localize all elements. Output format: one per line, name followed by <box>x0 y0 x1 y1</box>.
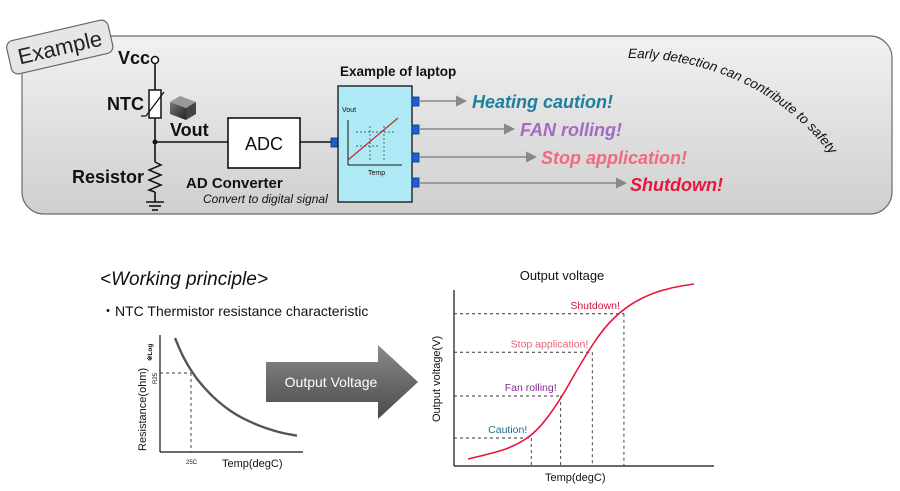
output-connectors <box>411 96 420 188</box>
laptop-graph-xlabel: Temp <box>368 170 385 177</box>
vcc-terminal <box>150 55 160 65</box>
vcc-label: Vcc <box>118 48 150 68</box>
adc-box <box>227 117 301 169</box>
laptop-graph-ylabel: Vout <box>342 107 356 114</box>
output-chart-annotation-2: Stop application! <box>511 338 589 350</box>
output-chart-ylabel: Output voltage(V) <box>431 336 443 422</box>
output-voltage-arrow-label: Output Voltage <box>285 374 378 390</box>
ntc-characteristic-bullet: ・NTC Thermistor resistance characteristi… <box>101 303 368 319</box>
laptop-mini-graph: Vout Temp <box>342 107 402 177</box>
resistor-symbol <box>146 161 163 193</box>
output-stop-application: Stop application! <box>541 148 687 168</box>
laptop-title: Example of laptop <box>340 64 456 79</box>
laptop-input-connector <box>330 137 339 148</box>
ntc-chart-r25-label: R25 <box>153 372 159 384</box>
ntc-chart-t25-label: 25C <box>186 460 198 466</box>
ntc-chart-ylabel: Resistance(ohm) <box>137 368 149 451</box>
ntc-chart-curve <box>173 337 298 437</box>
resistor-label: Resistor <box>72 167 144 187</box>
output-shutdown: Shutdown! <box>630 175 723 195</box>
ntc-label: NTC <box>107 94 144 114</box>
ntc-chart-xlabel: Temp(degC) <box>222 458 283 470</box>
adc-label: ADC <box>245 134 283 154</box>
ntc-thermistor-symbol <box>141 89 165 119</box>
ntc-chart: Resistance(ohm) ※Log R25 25C Temp(degC) <box>137 335 303 470</box>
ntc-chart-log-note: ※Log <box>146 344 154 361</box>
output-arrows <box>420 95 628 189</box>
output-chart-curve <box>467 283 695 460</box>
output-chart-annotation-1: Fan rolling! <box>505 382 557 394</box>
output-fan-rolling: FAN rolling! <box>520 120 622 140</box>
output-chart-title: Output voltage <box>520 268 605 283</box>
output-voltage-chart: Output voltage Caution! Fan rolling! Stop … <box>431 268 714 484</box>
example-panel <box>21 35 893 215</box>
ntc-chip-icon <box>170 96 196 120</box>
ad-converter-sub: Convert to digital signal <box>203 192 328 206</box>
output-chart-annotation-0: Caution! <box>488 424 527 436</box>
ad-converter-label: AD Converter <box>186 175 283 192</box>
output-chart-annotation-3: Shutdown! <box>570 300 620 312</box>
working-principle-heading: <Working principle> <box>100 269 268 290</box>
output-heating-caution: Heating caution! <box>472 92 613 112</box>
vout-node <box>152 139 158 145</box>
laptop-box <box>337 85 413 203</box>
vout-label: Vout <box>170 120 209 140</box>
output-chart-xlabel: Temp(degC) <box>545 472 606 484</box>
output-voltage-arrow: Output Voltage <box>266 345 418 419</box>
